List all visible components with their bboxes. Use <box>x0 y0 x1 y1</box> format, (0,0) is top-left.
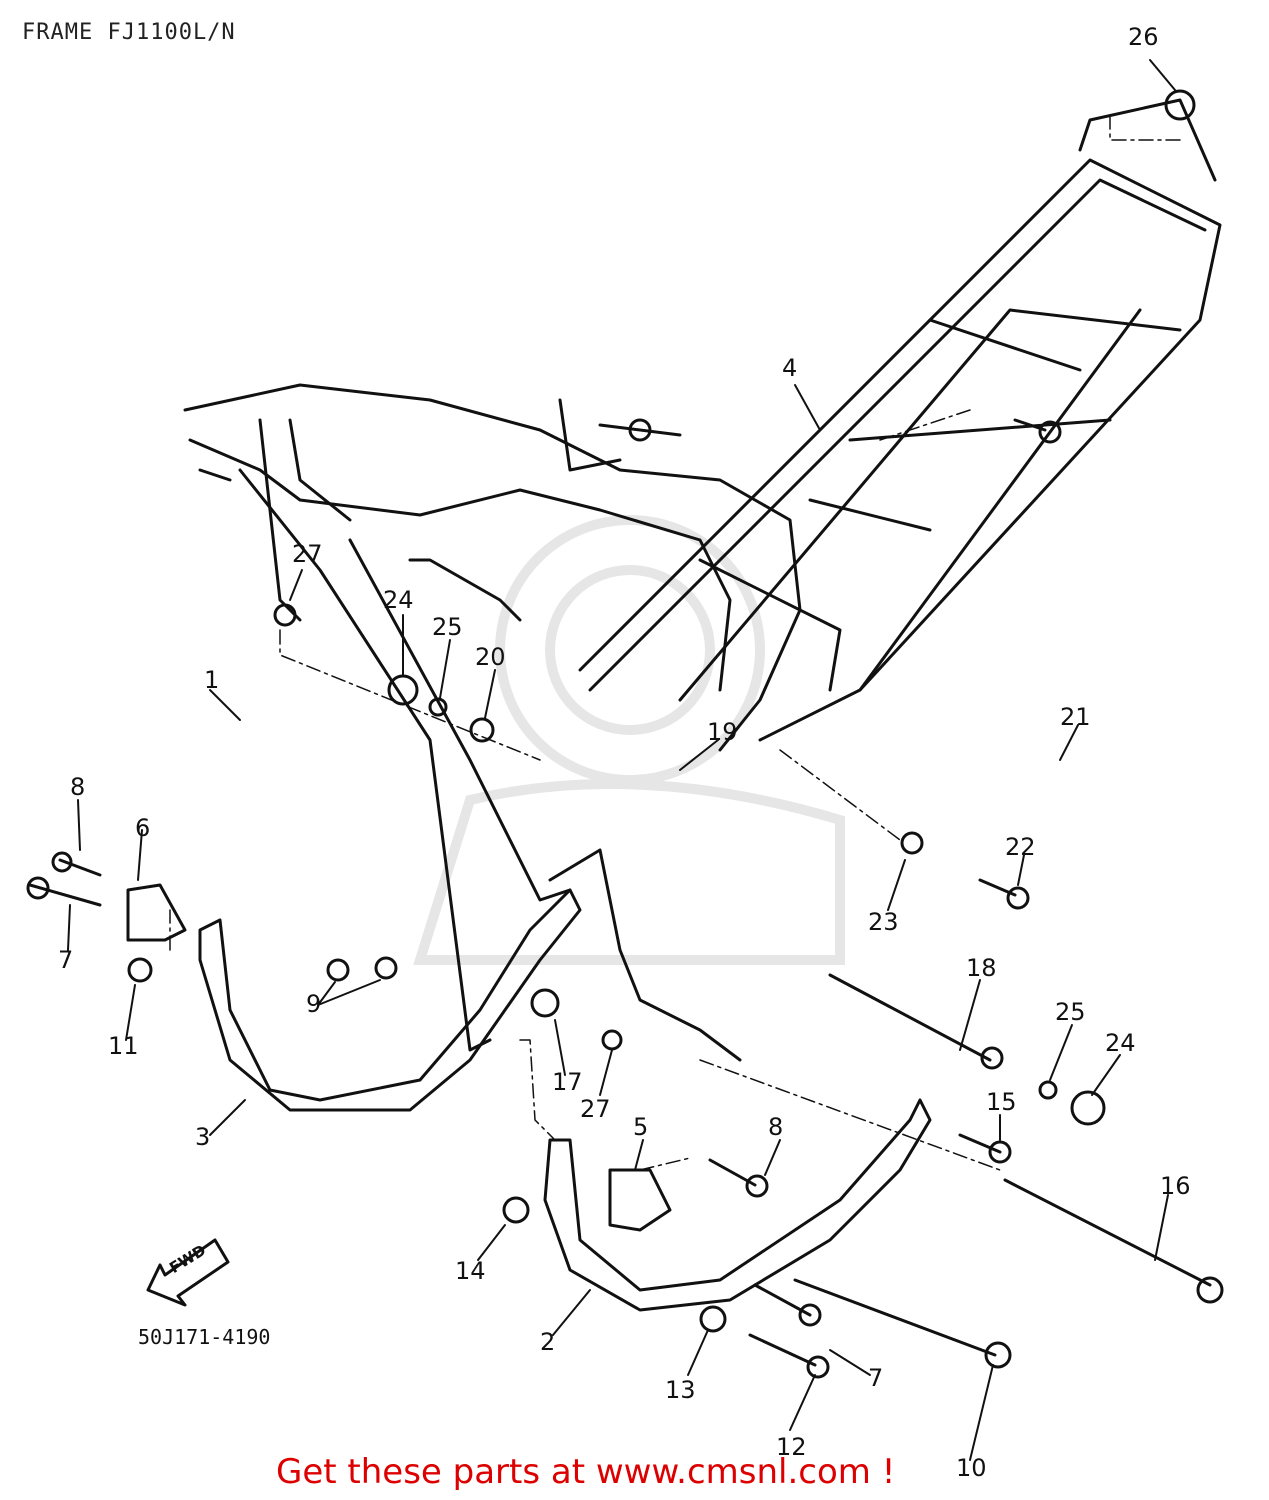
alignment-lines <box>169 114 1181 1171</box>
callout-19: 19 <box>707 718 738 746</box>
callout-8-left: 8 <box>70 773 85 801</box>
downtube-right <box>543 1098 932 1312</box>
callout-25-upper: 25 <box>432 613 463 641</box>
callout-6: 6 <box>135 814 150 842</box>
callout-12: 12 <box>776 1433 807 1461</box>
callout-3: 3 <box>195 1123 210 1151</box>
callout-27-lower: 27 <box>580 1095 611 1123</box>
engine-plate-5 <box>608 1168 672 1232</box>
callout-22: 22 <box>1005 833 1036 861</box>
callout-11: 11 <box>108 1032 139 1060</box>
callout-18: 18 <box>966 954 997 982</box>
callout-21: 21 <box>1060 703 1091 731</box>
rear-frame <box>578 98 1222 742</box>
callout-9: 9 <box>306 990 321 1018</box>
callout-16: 16 <box>1160 1172 1191 1200</box>
callout-27-upper: 27 <box>292 540 323 568</box>
engine-plate-6 <box>126 883 187 942</box>
callout-25-lower: 25 <box>1055 998 1086 1026</box>
callout-20: 20 <box>475 643 506 671</box>
callout-13: 13 <box>665 1376 696 1404</box>
footer-link[interactable]: Get these parts at www.cmsnl.com ! <box>276 1452 896 1492</box>
callout-24-lower: 24 <box>1105 1029 1136 1057</box>
callout-4: 4 <box>782 354 797 382</box>
page-title: FRAME FJ1100L/N <box>22 20 236 45</box>
diagram-code: 50J171-4190 <box>138 1325 271 1349</box>
callout-8-right: 8 <box>768 1113 783 1141</box>
callout-24-upper: 24 <box>383 586 414 614</box>
callouts: 26 4 27 24 25 20 19 1 8 6 7 11 9 3 21 22… <box>58 23 1191 1482</box>
callout-26: 26 <box>1128 23 1159 51</box>
leader-lines <box>67 59 1176 1461</box>
fwd-arrow-icon <box>146 1238 230 1307</box>
callout-23: 23 <box>868 908 899 936</box>
callout-14: 14 <box>455 1257 486 1285</box>
main-frame <box>183 383 802 1062</box>
callout-17: 17 <box>552 1068 583 1096</box>
callout-7-left: 7 <box>58 946 73 974</box>
callout-15: 15 <box>986 1088 1017 1116</box>
callout-5: 5 <box>633 1113 648 1141</box>
bolts <box>26 418 1224 1379</box>
callout-10: 10 <box>956 1454 987 1482</box>
downtube-left <box>198 888 582 1112</box>
nuts <box>127 89 1196 1333</box>
callout-1: 1 <box>204 666 219 694</box>
callout-2: 2 <box>540 1328 555 1356</box>
callout-7-right: 7 <box>868 1364 883 1392</box>
